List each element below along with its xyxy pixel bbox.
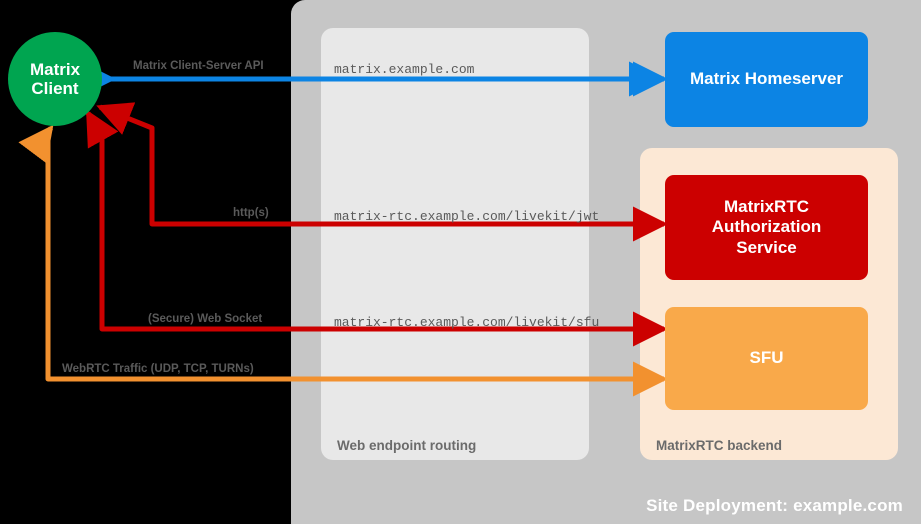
connector-label-https: http(s) [233,207,269,219]
web-endpoint-routing-container [321,28,589,460]
site-deployment-label: Site Deployment: example.com [646,496,903,515]
node-sfu[interactable]: SFU [665,307,868,410]
node-matrix-homeserver[interactable]: Matrix Homeserver [665,32,868,127]
matrix-client-line1: Matrix [29,59,81,79]
connector-label-cs-api: Matrix Client-Server API [133,60,264,72]
endpoint-label-sfu: matrix-rtc.example.com/livekit/sfu [334,315,600,330]
node-matrixrtc-authorization-service[interactable]: MatrixRTC Authorization Service [665,175,868,280]
connector-label-webrtc: WebRTC Traffic (UDP, TCP, TURNs) [62,363,254,375]
matrix-homeserver-label: Matrix Homeserver [689,69,844,89]
auth-service-line3: Service [736,237,797,257]
node-matrix-client[interactable]: Matrix Client [8,32,102,126]
connector-label-websocket: (Secure) Web Socket [148,313,263,325]
auth-service-line2: Authorization [711,217,822,237]
endpoint-label-jwt: matrix-rtc.example.com/livekit/jwt [334,209,600,224]
matrix-client-line2: Client [31,79,79,98]
matrixrtc-backend-label: MatrixRTC backend [656,438,783,453]
auth-service-line1: MatrixRTC [723,197,809,217]
web-endpoint-routing-label: Web endpoint routing [337,438,477,453]
sfu-label: SFU [749,348,784,368]
endpoint-label-matrix: matrix.example.com [334,62,475,77]
